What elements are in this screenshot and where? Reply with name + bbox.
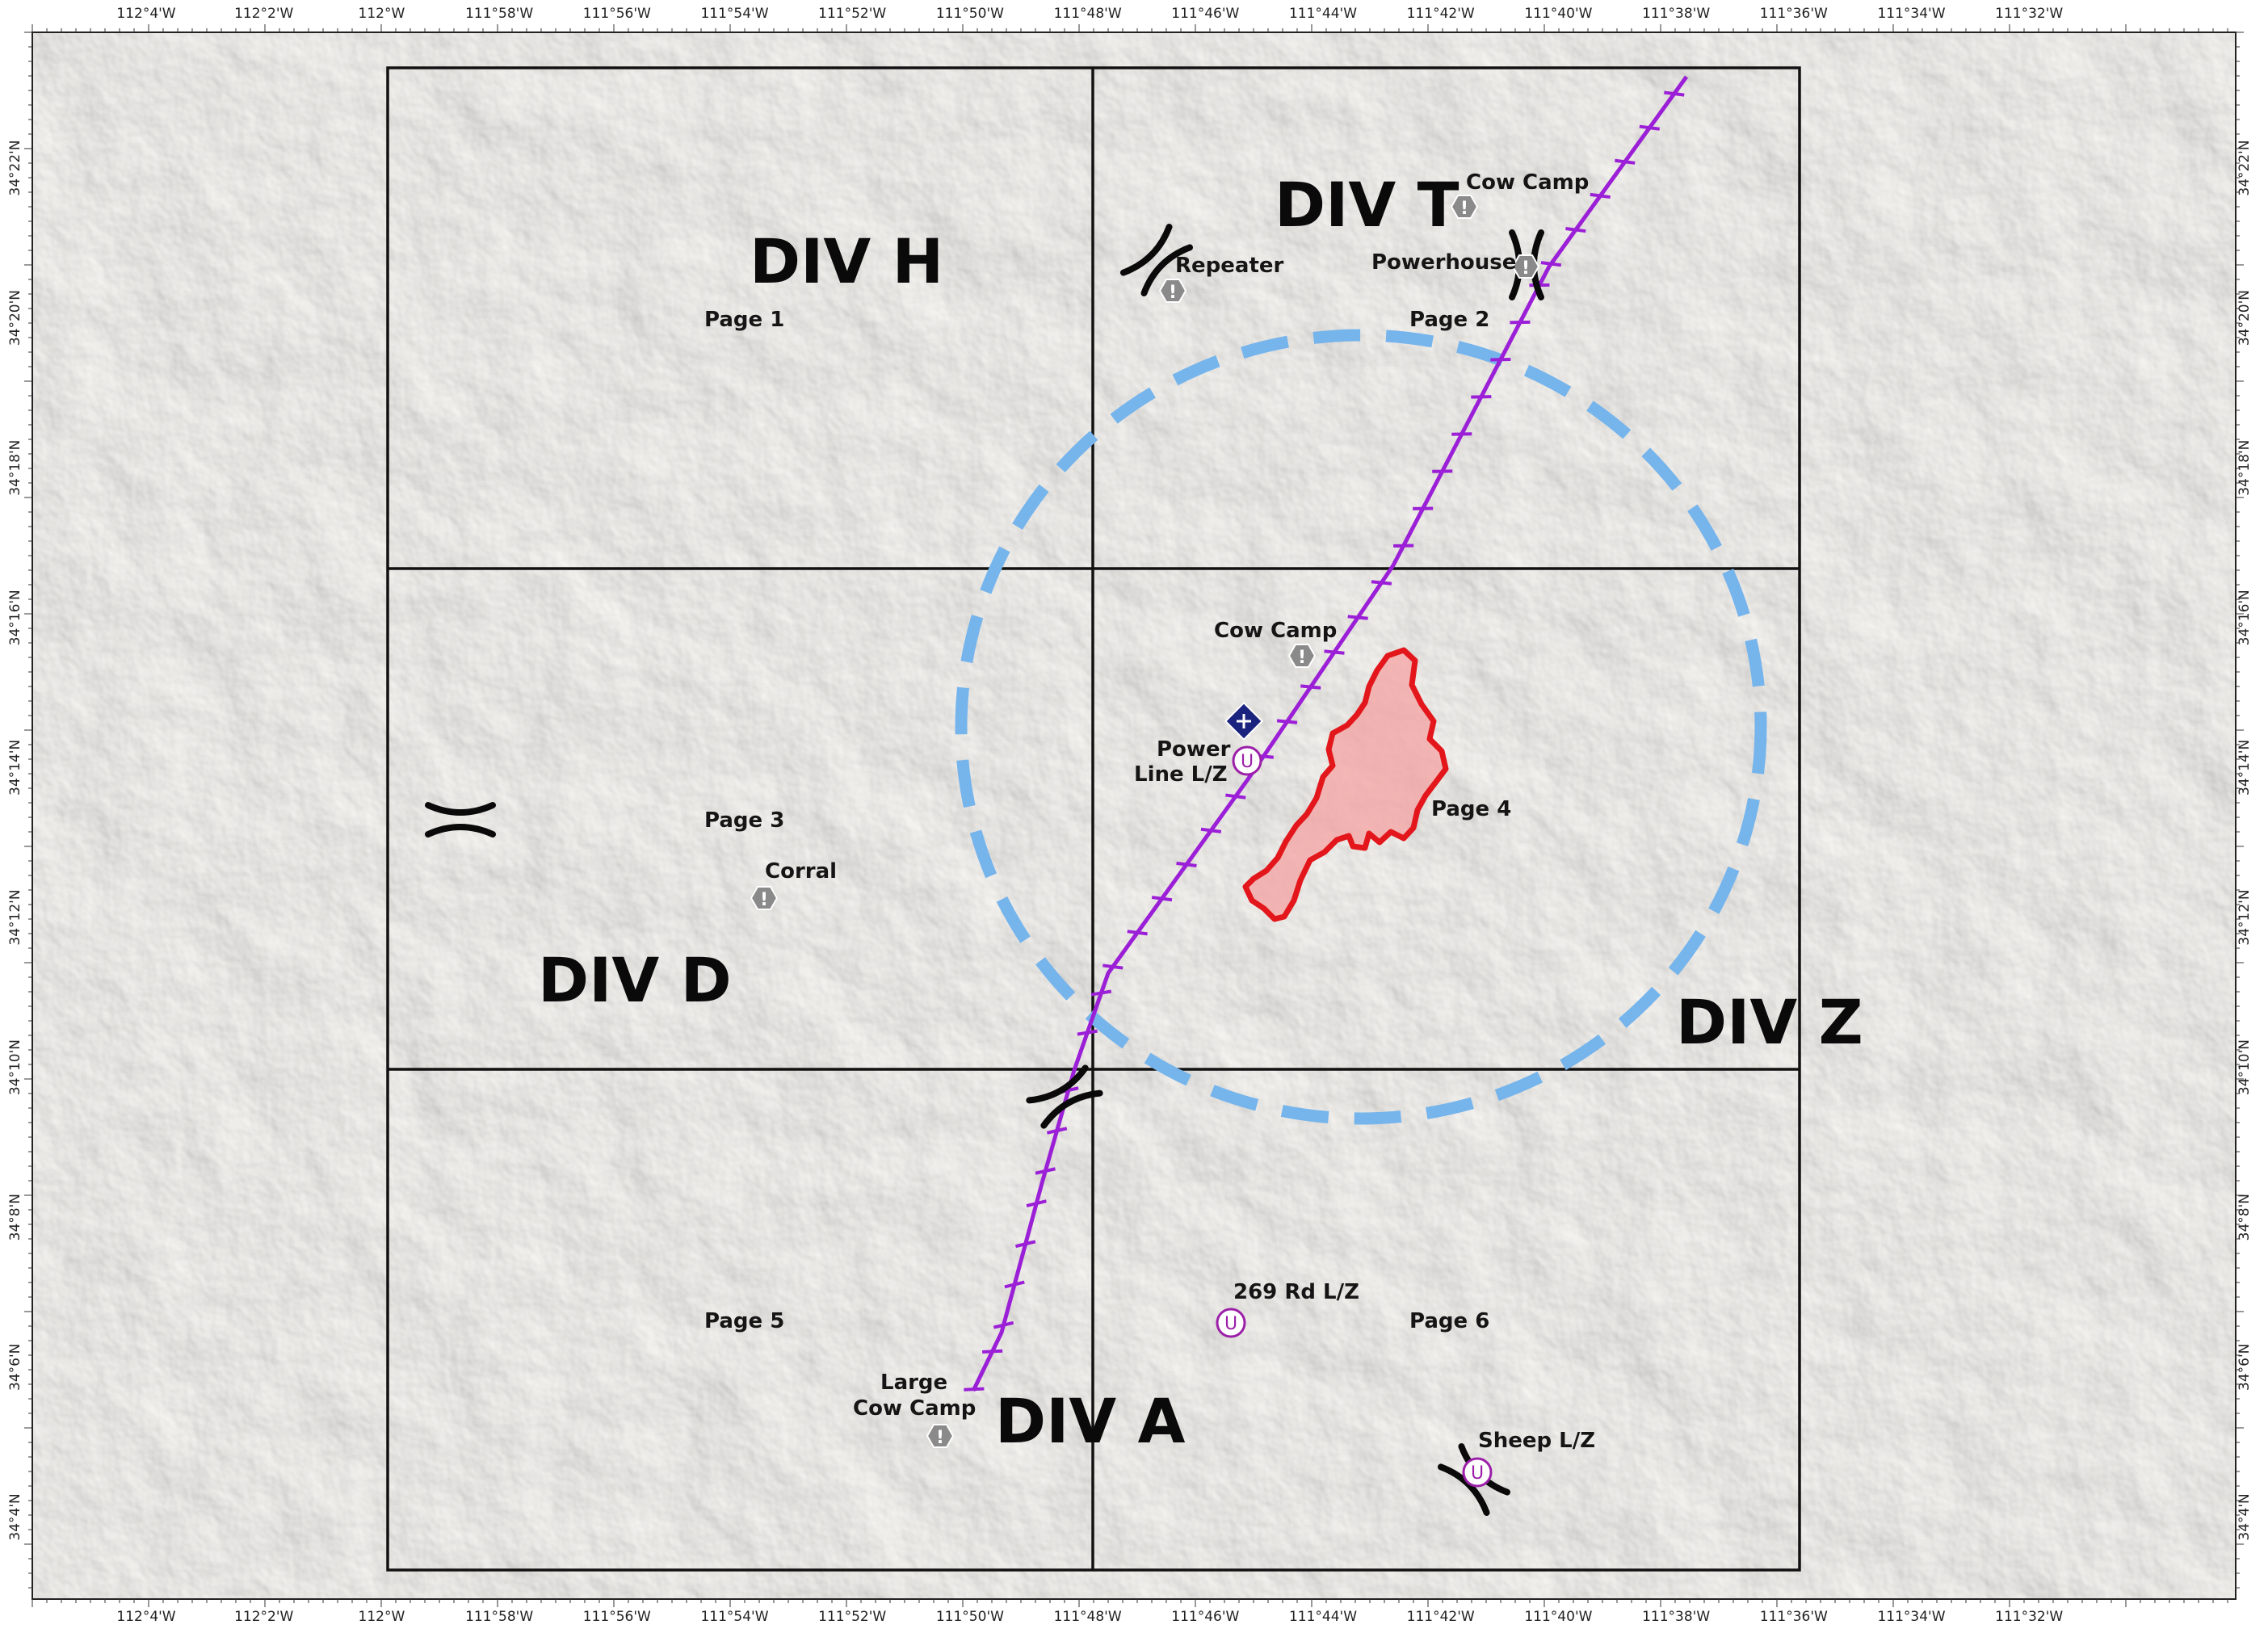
line-tick xyxy=(1277,720,1297,722)
longitude-tick-label: 111°52'W xyxy=(818,6,886,22)
helispot-icon[interactable]: U xyxy=(1217,1309,1245,1337)
svg-text:!: ! xyxy=(1169,283,1177,303)
latitude-tick-label: 34°10'N xyxy=(7,1039,23,1095)
cow-camp-north-label: Cow Camp xyxy=(1466,170,1589,195)
page-label: Page 3 xyxy=(704,808,784,833)
longitude-tick-label: 111°32'W xyxy=(1995,6,2063,22)
svg-text:U: U xyxy=(1224,1314,1237,1334)
longitude-tick-label: 111°38'W xyxy=(1642,6,1710,22)
longitude-tick-label: 111°56'W xyxy=(583,6,651,22)
longitude-tick-label: 111°46'W xyxy=(1171,6,1239,22)
svg-text:!: ! xyxy=(936,1428,944,1448)
latitude-tick-label: 34°6'N xyxy=(7,1344,23,1391)
longitude-tick-label: 111°32'W xyxy=(1995,1609,2063,1625)
longitude-tick-label: 111°36'W xyxy=(1760,6,1828,22)
large-cow-camp-label-2: Cow Camp xyxy=(853,1396,976,1421)
longitude-tick-label: 112°W xyxy=(359,6,405,22)
line-tick xyxy=(1300,686,1321,687)
latitude-tick-label: 34°14'N xyxy=(2236,740,2253,796)
helispot-icon[interactable]: U xyxy=(1464,1459,1491,1486)
power-line-lz-label-1: Power xyxy=(1157,737,1231,762)
latitude-tick-label: 34°12'N xyxy=(7,889,23,945)
longitude-tick-label: 111°40'W xyxy=(1524,1609,1592,1625)
longitude-tick-label: 111°58'W xyxy=(465,1609,533,1625)
longitude-tick-label: 111°46'W xyxy=(1171,1609,1239,1625)
division-label: DIV H xyxy=(750,225,943,297)
page-label: Page 5 xyxy=(704,1309,784,1333)
longitude-tick-label: 111°58'W xyxy=(465,6,533,22)
latitude-tick-label: 34°18'N xyxy=(2236,440,2253,496)
longitude-tick-label: 111°50'W xyxy=(936,1609,1004,1625)
svg-text:!: ! xyxy=(1460,199,1468,219)
rd269-lz-label: 269 Rd L/Z xyxy=(1233,1280,1359,1304)
latitude-tick-label: 34°8'N xyxy=(7,1194,23,1240)
division-label: DIV D xyxy=(538,944,732,1016)
longitude-tick-label: 111°50'W xyxy=(936,6,1004,22)
longitude-tick-label: 111°42'W xyxy=(1407,1609,1475,1625)
page-label: Page 6 xyxy=(1409,1309,1489,1333)
latitude-tick-label: 34°20'N xyxy=(7,290,23,346)
line-tick xyxy=(1348,616,1368,618)
svg-text:!: ! xyxy=(1522,258,1530,279)
division-label: DIV A xyxy=(995,1385,1186,1457)
longitude-tick-label: 111°44'W xyxy=(1289,1609,1357,1625)
longitude-tick-label: 111°42'W xyxy=(1407,6,1475,22)
large-cow-camp-label-1: Large xyxy=(880,1371,947,1395)
svg-text:!: ! xyxy=(760,890,768,910)
page-label: Page 4 xyxy=(1431,797,1511,821)
longitude-tick-label: 112°2'W xyxy=(234,1609,293,1625)
latitude-tick-label: 34°22'N xyxy=(7,140,23,195)
division-label: DIV Z xyxy=(1676,986,1863,1058)
longitude-tick-label: 112°4'W xyxy=(116,1609,175,1625)
helispot-icon[interactable]: U xyxy=(1233,747,1261,775)
page-label: Page 1 xyxy=(704,308,784,332)
latitude-tick-label: 34°16'N xyxy=(2236,590,2253,645)
longitude-tick-label: 111°48'W xyxy=(1054,1609,1122,1625)
powerhouse-label: Powerhouse xyxy=(1371,250,1516,275)
longitude-tick-label: 111°36'W xyxy=(1760,1609,1828,1625)
longitude-tick-label: 111°38'W xyxy=(1642,1609,1710,1625)
latitude-tick-label: 34°6'N xyxy=(2236,1344,2253,1391)
corral-label: Corral xyxy=(765,859,837,884)
svg-text:!: ! xyxy=(1298,648,1306,668)
longitude-tick-label: 111°44'W xyxy=(1289,6,1357,22)
latitude-tick-label: 34°8'N xyxy=(2236,1194,2253,1240)
page-label: Page 2 xyxy=(1409,308,1489,332)
longitude-tick-label: 112°4'W xyxy=(116,6,175,22)
longitude-tick-label: 111°40'W xyxy=(1524,6,1592,22)
latitude-tick-label: 34°4'N xyxy=(7,1493,23,1540)
line-tick xyxy=(1371,581,1392,583)
longitude-tick-label: 111°48'W xyxy=(1054,6,1122,22)
latitude-tick-label: 34°18'N xyxy=(7,440,23,496)
latitude-tick-label: 34°16'N xyxy=(7,590,23,645)
latitude-tick-label: 34°12'N xyxy=(2236,889,2253,945)
line-tick xyxy=(982,1351,1002,1352)
longitude-tick-label: 112°W xyxy=(359,1609,405,1625)
longitude-tick-label: 111°56'W xyxy=(583,1609,651,1625)
sheep-lz-label: Sheep L/Z xyxy=(1478,1429,1595,1453)
longitude-tick-label: 112°2'W xyxy=(234,6,293,22)
cow-camp-central-label: Cow Camp xyxy=(1214,619,1337,643)
division-label: DIV T xyxy=(1275,169,1460,241)
line-tick xyxy=(964,1389,984,1390)
svg-text:U: U xyxy=(1471,1463,1484,1484)
latitude-tick-label: 34°10'N xyxy=(2236,1039,2253,1095)
longitude-tick-label: 111°34'W xyxy=(1877,6,1945,22)
longitude-tick-label: 111°54'W xyxy=(700,6,768,22)
repeater-label: Repeater xyxy=(1175,254,1284,278)
power-line-lz-label-2: Line L/Z xyxy=(1134,762,1228,787)
latitude-tick-label: 34°14'N xyxy=(7,740,23,796)
longitude-tick-label: 111°52'W xyxy=(818,1609,886,1625)
svg-text:U: U xyxy=(1241,752,1254,772)
line-tick xyxy=(1324,651,1344,653)
longitude-tick-label: 111°34'W xyxy=(1877,1609,1945,1625)
longitude-tick-label: 111°54'W xyxy=(700,1609,768,1625)
